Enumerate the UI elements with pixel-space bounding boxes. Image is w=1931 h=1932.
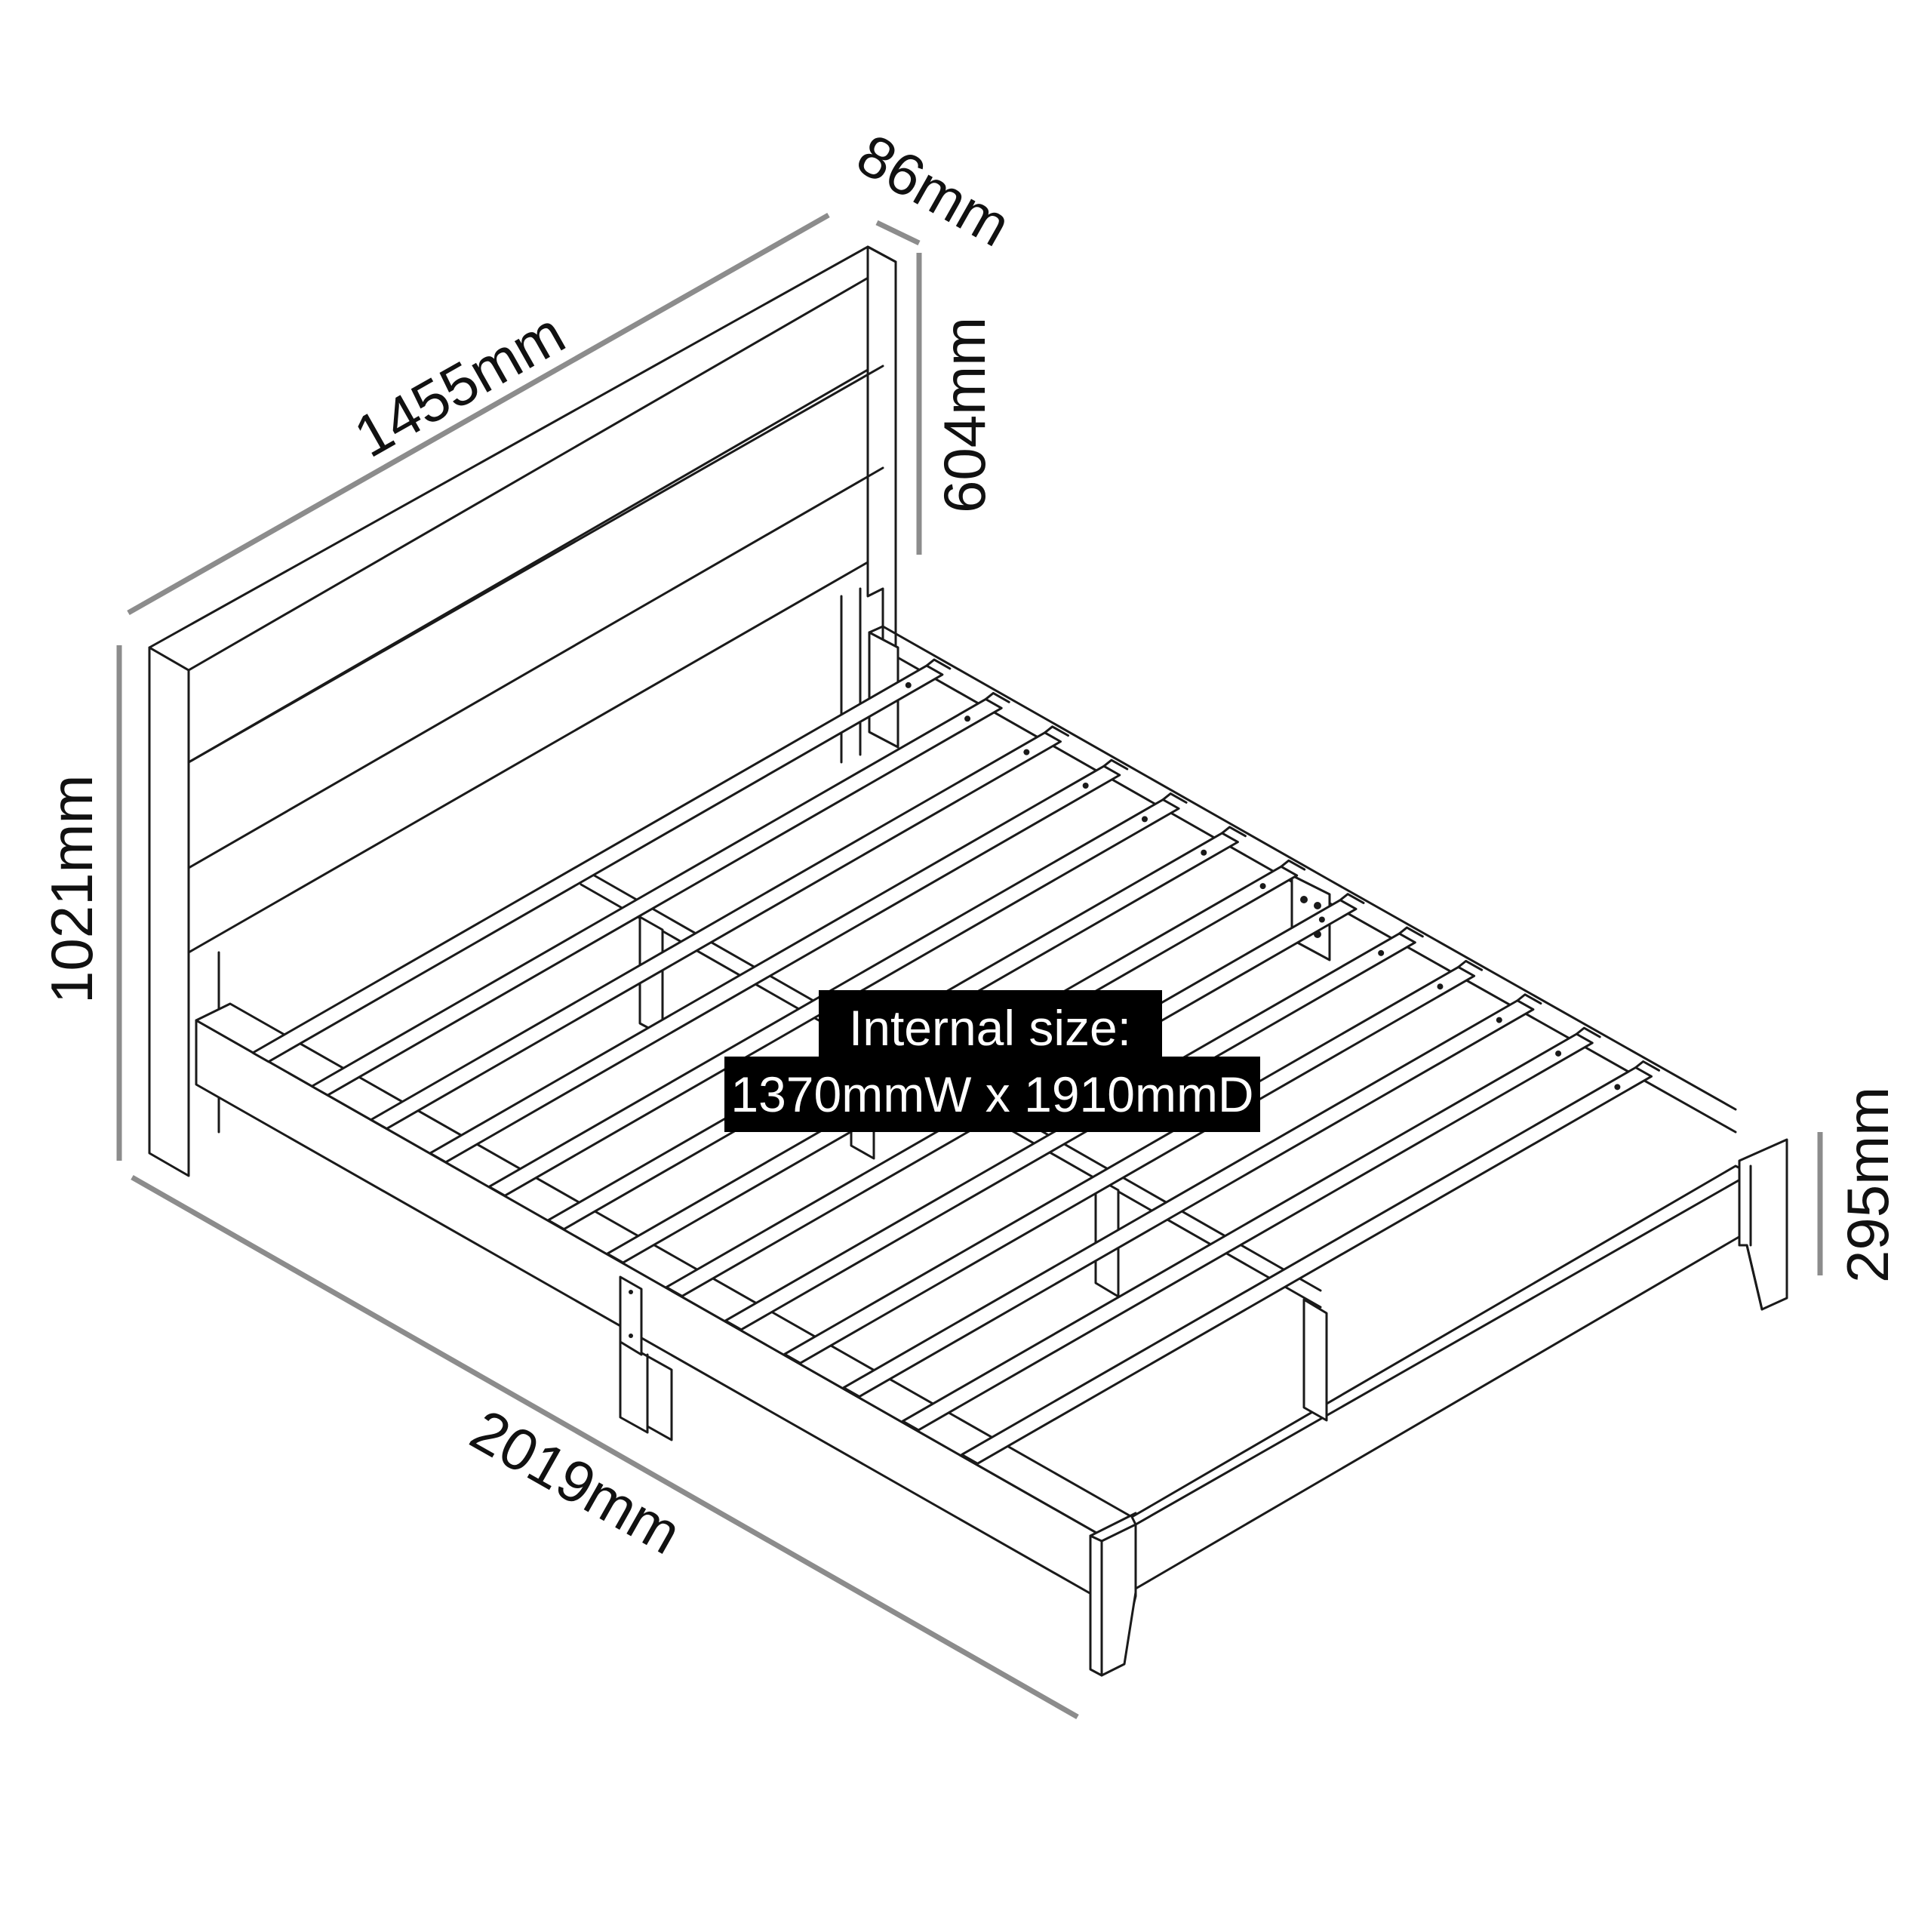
internal-size-value: 1370mmW x 1910mmD: [730, 1066, 1253, 1122]
slat: [961, 1066, 1653, 1465]
headboard-plank-line-3: [187, 561, 869, 954]
dim-line-length: [131, 1174, 1079, 1720]
dim-rail-height: 295mm: [1834, 1087, 1901, 1283]
foot-rail-face: [1134, 1164, 1752, 1590]
headboard: [148, 245, 897, 1177]
slat-screw: [1141, 816, 1148, 823]
dim-panel-height: 604mm: [931, 317, 998, 513]
slat-screw: [1082, 783, 1089, 789]
slat-screw: [1378, 949, 1385, 956]
near-rail-joint-plate: [619, 1275, 643, 1356]
slat: [901, 1032, 1594, 1432]
internal-size-label: Internal size: 1370mmW x 1910mmD: [724, 990, 1260, 1132]
slat-end: [1457, 959, 1484, 971]
dim-headboard-depth: 86mm: [847, 121, 1022, 259]
slat-end: [984, 691, 1010, 703]
slat-end: [1398, 926, 1424, 938]
slat-end: [1634, 1060, 1660, 1072]
headboard-left-post: [148, 646, 190, 1177]
slat: [310, 697, 1003, 1097]
foot-left-leg-taper: [1100, 1523, 1137, 1677]
far-rail-top-edge: [868, 625, 1737, 1111]
slat-end: [925, 658, 952, 670]
dim-total-height: 1021mm: [38, 775, 105, 1004]
internal-size-heading: Internal size:: [849, 1000, 1131, 1056]
internal-size-box-top: [819, 990, 1162, 1063]
dimension-lines: [116, 212, 1823, 1720]
foot-rail-top: [1130, 1164, 1752, 1526]
slat-screw: [1555, 1050, 1562, 1057]
near-mid-leg: [619, 1340, 673, 1441]
slat: [429, 764, 1121, 1164]
slat-screw: [1318, 916, 1325, 923]
slat: [842, 999, 1535, 1398]
slat-end: [1575, 1026, 1601, 1038]
bolt-hole: [629, 1290, 633, 1294]
headboard-right-post: [866, 245, 897, 675]
footboard: [1089, 1138, 1788, 1677]
bolt-hole: [629, 1334, 633, 1338]
internal-size-box-bottom: [724, 1057, 1260, 1132]
slat-screw: [1437, 983, 1444, 990]
bolt-hole: [1300, 896, 1308, 903]
headboard-plank-line-2: [187, 466, 884, 869]
slat-end: [1280, 859, 1306, 871]
slat: [251, 664, 944, 1063]
slat-end: [1221, 826, 1247, 838]
foot-right-post: [1738, 1138, 1788, 1311]
slat-end: [1516, 993, 1542, 1005]
slat-end: [1044, 725, 1069, 737]
slat-end: [1161, 792, 1188, 804]
bolt-hole: [1314, 902, 1321, 909]
slat-end: [1339, 893, 1365, 904]
slat-screw: [964, 715, 971, 722]
dim-line-depth: [875, 220, 921, 246]
slat-screw: [1023, 749, 1030, 755]
center-leg-3: [1302, 1298, 1328, 1422]
slat: [370, 731, 1062, 1131]
slat-screw: [1496, 1017, 1502, 1023]
dim-line-width: [127, 212, 830, 616]
foot-left-leg: [1089, 1534, 1103, 1677]
headboard-plank-line-1: [187, 365, 884, 764]
slat-screw: [1201, 849, 1207, 856]
foot-right-leg-taper: [1745, 1244, 1763, 1311]
slat-screw: [1259, 883, 1266, 890]
slat-end: [1102, 758, 1129, 771]
slat-screw: [905, 681, 912, 688]
slat-screw: [1614, 1084, 1621, 1091]
